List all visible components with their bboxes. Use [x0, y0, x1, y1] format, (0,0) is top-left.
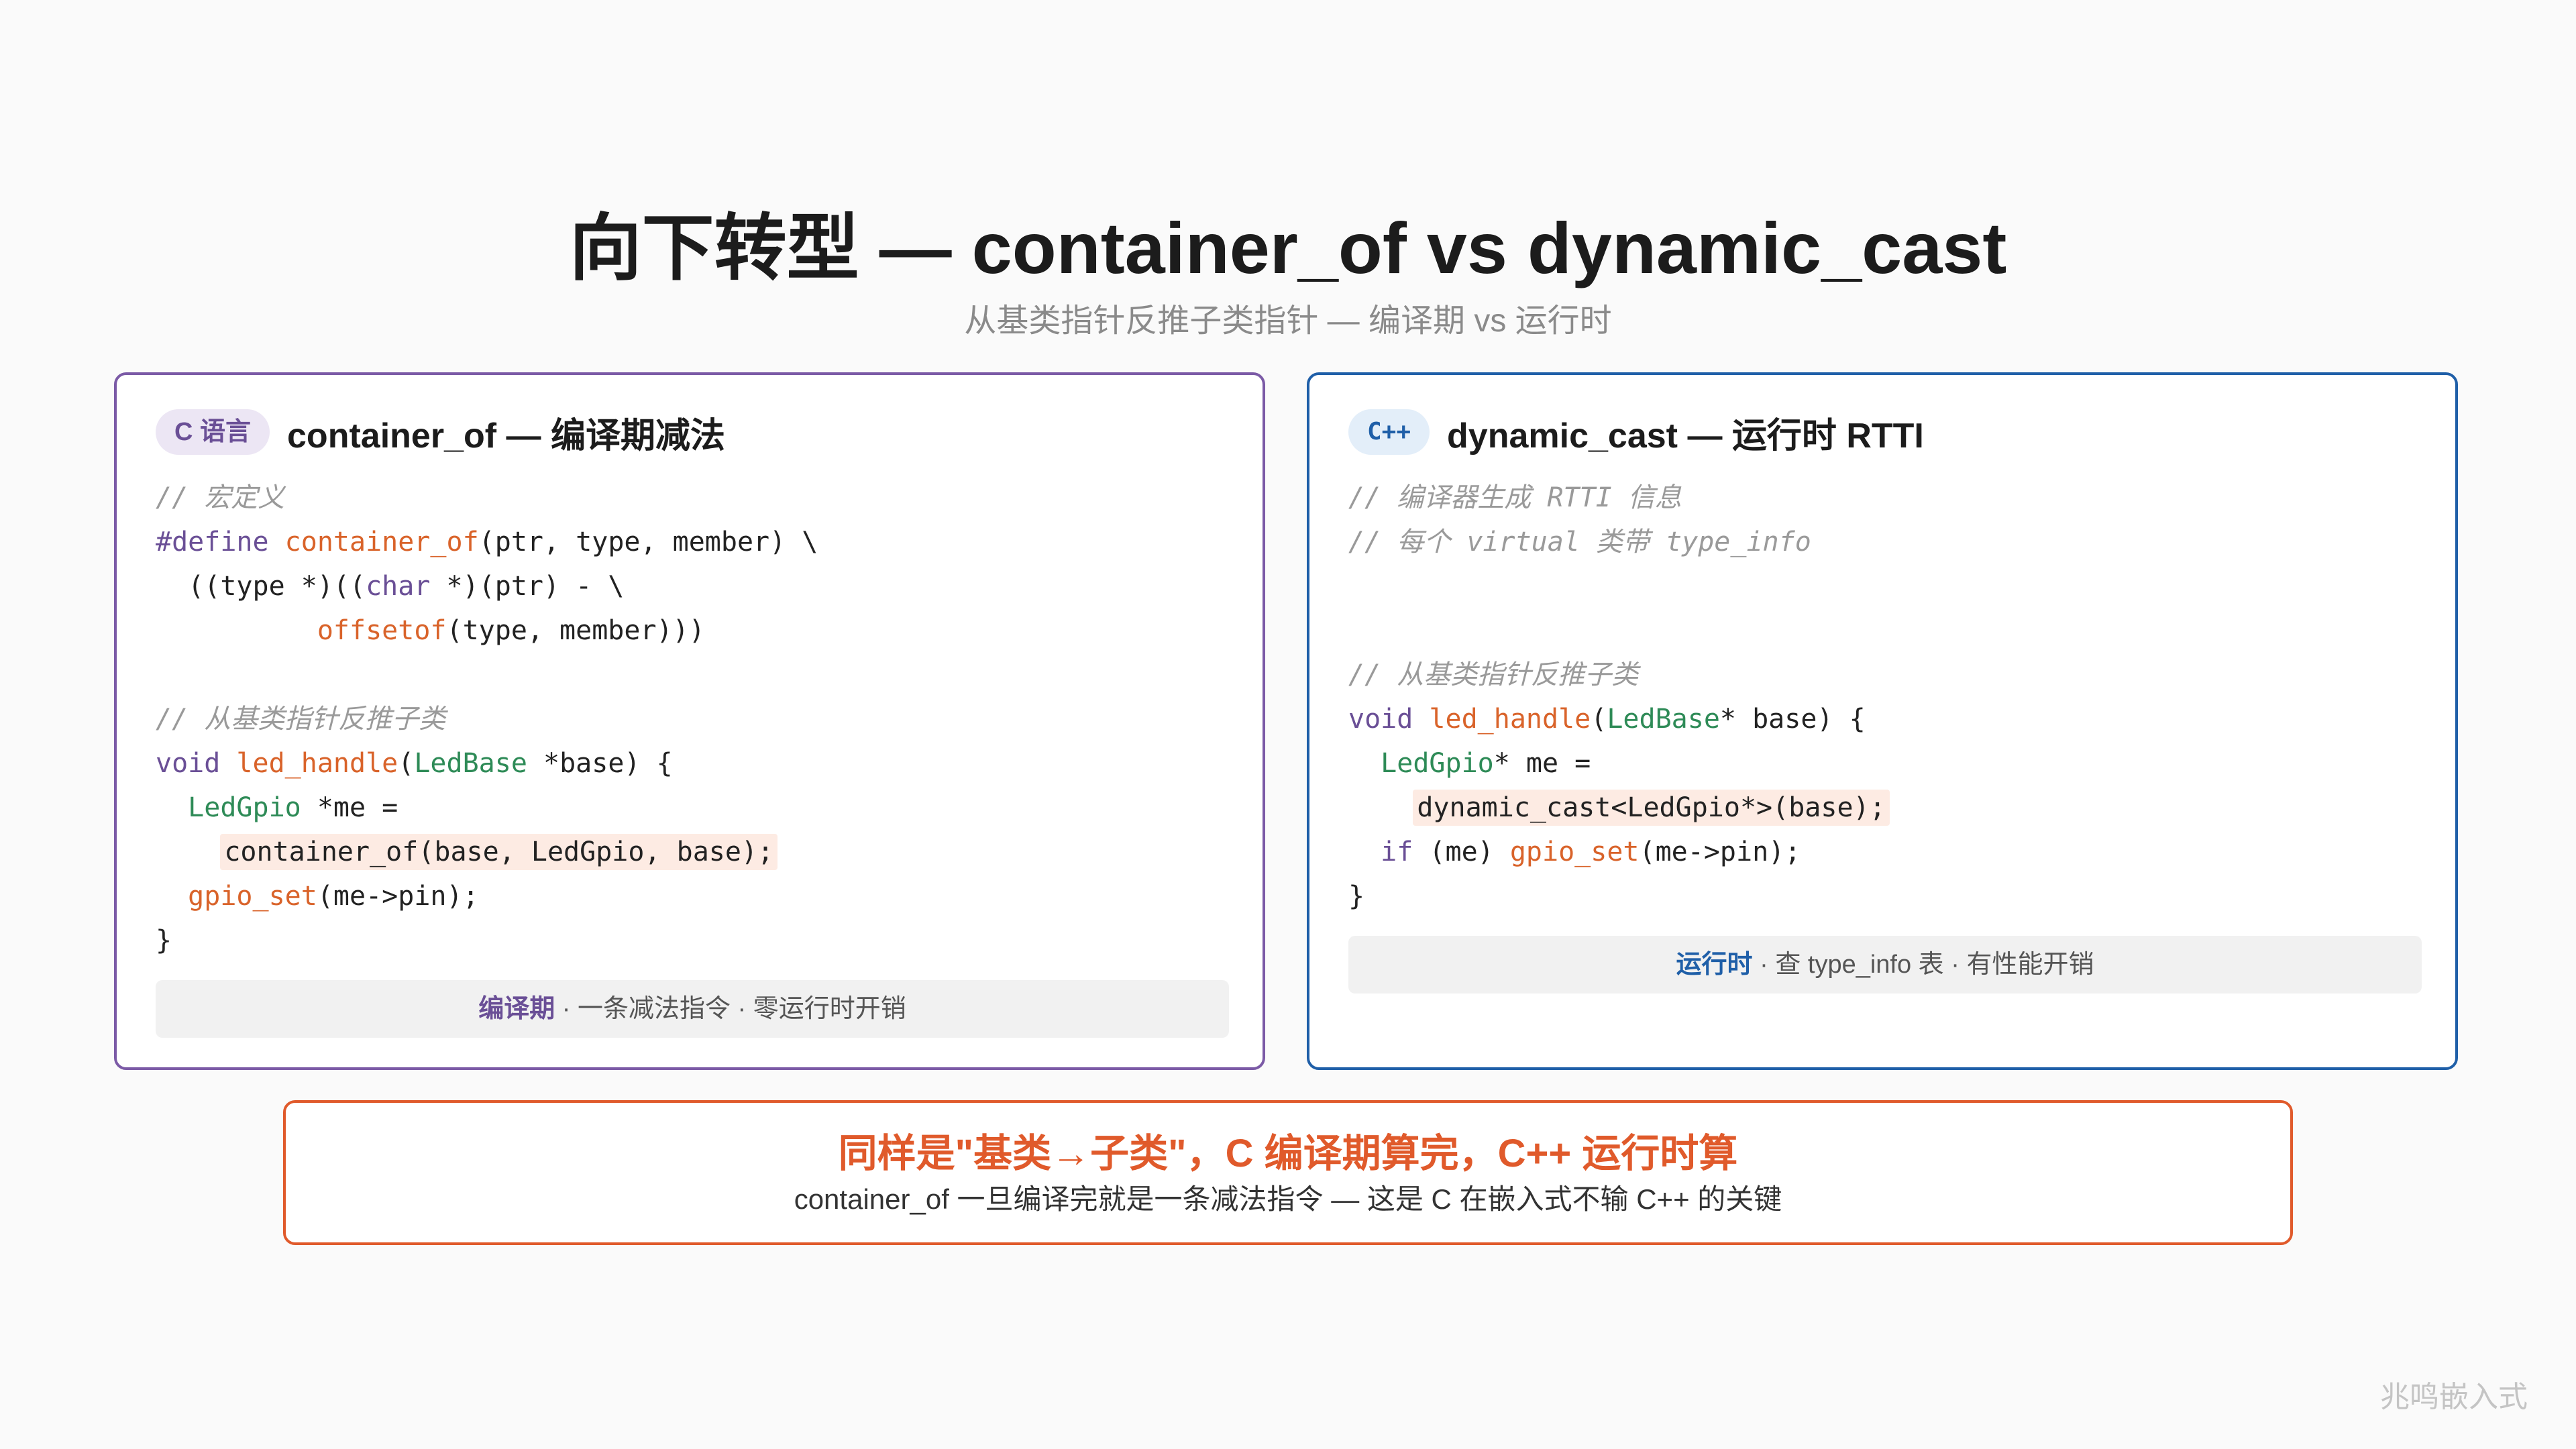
code-function: gpio_set [188, 881, 317, 912]
code-line: // 从基类指针反推子类 [156, 697, 818, 741]
code-type: LedBase [414, 748, 527, 779]
code-text: (me->pin); [317, 881, 479, 912]
code-line: ((type *)((char *)(ptr) - \ [156, 564, 818, 608]
code-comment: // 从基类指针反推子类 [156, 704, 446, 735]
code-text: * me = [1493, 748, 1591, 779]
code-text: } [156, 925, 172, 956]
code-blank-line [1348, 564, 1890, 608]
code-type: LedGpio [1381, 748, 1494, 779]
code-function: container_of [284, 527, 479, 557]
code-text: (ptr, type, member) \ [478, 527, 818, 557]
highlighted-code: dynamic_cast<LedGpio*>(base); [1413, 790, 1890, 826]
code-function: offsetof [317, 615, 447, 646]
code-line: // 从基类指针反推子类 [1348, 653, 1890, 697]
code-line: } [156, 918, 818, 963]
code-line: LedGpio *me = [156, 786, 818, 830]
code-comment: // 从基类指针反推子类 [1348, 659, 1639, 690]
code-text: *)(ptr) - \ [430, 571, 625, 602]
cpp-code-block: // 编译器生成 RTTI 信息 // 每个 virtual 类带 type_i… [1348, 476, 1890, 918]
code-line: // 编译器生成 RTTI 信息 [1348, 476, 1890, 520]
callout-title: 同样是"基类→子类"，C 编译期算完，C++ 运行时算 [838, 1132, 1738, 1175]
code-text: (me->pin); [1639, 837, 1801, 867]
code-type: LedGpio [188, 792, 301, 823]
code-function: led_handle [236, 748, 398, 779]
code-keyword: void [156, 748, 221, 779]
cpp-language-tag: C++ [1348, 409, 1430, 455]
code-line: offsetof(type, member))) [156, 608, 818, 653]
code-line: #define container_of(ptr, type, member) … [156, 520, 818, 564]
c-language-tag: C 语言 [156, 409, 270, 455]
code-text: (me) [1413, 837, 1510, 867]
cpp-panel-title: dynamic_cast — 运行时 RTTI [1447, 416, 1924, 455]
code-text: *base) { [527, 748, 673, 779]
code-comment: // 每个 virtual 类带 type_info [1348, 527, 1811, 557]
code-line: gpio_set(me->pin); [156, 874, 818, 918]
code-indent [156, 615, 317, 646]
code-keyword: char [366, 571, 431, 602]
c-panel-title: container_of — 编译期减法 [287, 416, 725, 455]
cpp-panel-header: C++ dynamic_cast — 运行时 RTTI [1348, 407, 1924, 458]
note-text: · 一条减法指令 · 零运行时开销 [555, 995, 906, 1023]
code-comment: // 宏定义 [156, 482, 285, 513]
c-panel-header: C 语言 container_of — 编译期减法 [156, 407, 725, 458]
cpp-panel: C++ dynamic_cast — 运行时 RTTI // 编译器生成 RTT… [1307, 372, 2458, 1070]
code-text: * base) { [1719, 704, 1866, 735]
code-blank-line [156, 653, 818, 697]
page-subtitle: 从基类指针反推子类指针 — 编译期 vs 运行时 [964, 303, 1612, 339]
note-label: 编译期 [478, 995, 555, 1023]
code-line: dynamic_cast<LedGpio*>(base); [1348, 786, 1890, 830]
code-type: LedBase [1607, 704, 1720, 735]
code-keyword: if [1381, 837, 1413, 867]
code-line: LedGpio* me = [1348, 741, 1890, 786]
conclusion-callout: 同样是"基类→子类"，C 编译期算完，C++ 运行时算 container_of… [283, 1100, 2293, 1245]
code-comment: // 编译器生成 RTTI 信息 [1348, 482, 1682, 513]
code-line: // 宏定义 [156, 476, 818, 520]
note-text: · 查 type_info 表 · 有性能开销 [1752, 951, 2094, 979]
code-keyword: #define [156, 527, 269, 557]
code-line: void led_handle(LedBase *base) { [156, 748, 673, 779]
code-line: void led_handle(LedBase* base) { [1348, 704, 1866, 735]
code-function: led_handle [1429, 704, 1591, 735]
code-function: gpio_set [1509, 837, 1640, 867]
code-text: ((type *)(( [156, 571, 366, 602]
page-header: 向下转型 — container_of vs dynamic_cast 从基类指… [0, 201, 2576, 345]
code-keyword: void [1348, 704, 1413, 735]
code-blank-line [1348, 608, 1890, 653]
c-summary-note: 编译期 · 一条减法指令 · 零运行时开销 [156, 980, 1229, 1038]
c-panel: C 语言 container_of — 编译期减法 // 宏定义 #define… [114, 372, 1265, 1070]
code-line: } [1348, 874, 1890, 918]
page-title: 向下转型 — container_of vs dynamic_cast [569, 207, 2007, 288]
code-line: if (me) gpio_set(me->pin); [1348, 830, 1890, 874]
code-text: (type, member))) [446, 615, 705, 646]
highlighted-code: container_of(base, LedGpio, base); [220, 834, 778, 870]
cpp-summary-note: 运行时 · 查 type_info 表 · 有性能开销 [1348, 936, 2422, 994]
code-line: container_of(base, LedGpio, base); [156, 830, 818, 874]
code-text: *me = [301, 792, 398, 823]
code-text: } [1348, 881, 1365, 912]
callout-text: container_of 一旦编译完就是一条减法指令 — 这是 C 在嵌入式不输… [794, 1183, 1782, 1215]
code-line: // 每个 virtual 类带 type_info [1348, 520, 1890, 564]
watermark: 兆鸣嵌入式 [2380, 1381, 2528, 1413]
note-label: 运行时 [1676, 951, 1753, 979]
c-code-block: // 宏定义 #define container_of(ptr, type, m… [156, 476, 818, 963]
